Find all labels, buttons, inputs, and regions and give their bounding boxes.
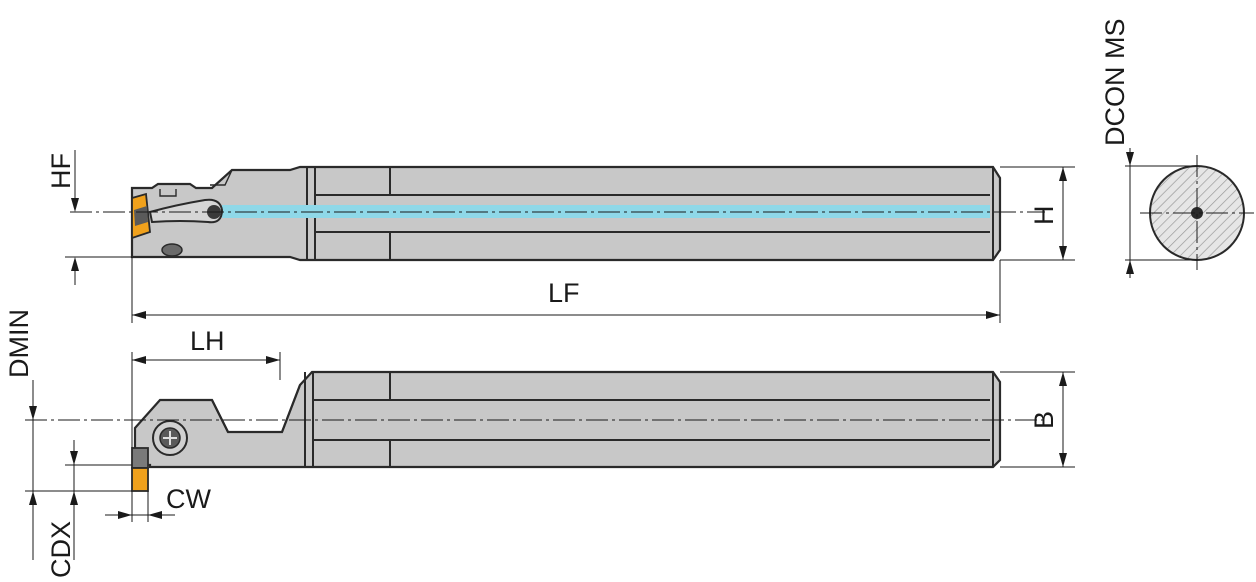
dim-b: B <box>1000 371 1075 468</box>
dim-h: H <box>1000 166 1075 261</box>
label-b: B <box>1029 411 1059 429</box>
label-dmin: DMIN <box>4 309 34 378</box>
dim-cw: CW <box>105 484 211 522</box>
label-cdx: CDX <box>46 521 76 578</box>
dim-cdx: CDX <box>46 440 132 578</box>
dim-lf: LF <box>131 257 1001 323</box>
label-h: H <box>1029 206 1059 226</box>
label-hf: HF <box>46 153 76 189</box>
clamp <box>148 198 224 224</box>
dim-dmin: DMIN <box>4 309 132 560</box>
insert-holder-tip <box>131 447 149 469</box>
insert-side <box>131 467 149 492</box>
side-view <box>25 370 1045 492</box>
label-dcon-ms: DCON MS <box>1100 19 1130 147</box>
dim-dcon-ms: DCON MS <box>1100 19 1197 278</box>
end-view <box>1140 155 1254 270</box>
top-view <box>70 165 1045 262</box>
label-lh: LH <box>190 326 225 356</box>
label-cw: CW <box>166 484 211 514</box>
dim-lh: LH <box>131 326 281 448</box>
dim-hf: HF <box>46 150 132 285</box>
coolant-hole <box>1191 207 1203 219</box>
label-lf: LF <box>548 278 580 308</box>
